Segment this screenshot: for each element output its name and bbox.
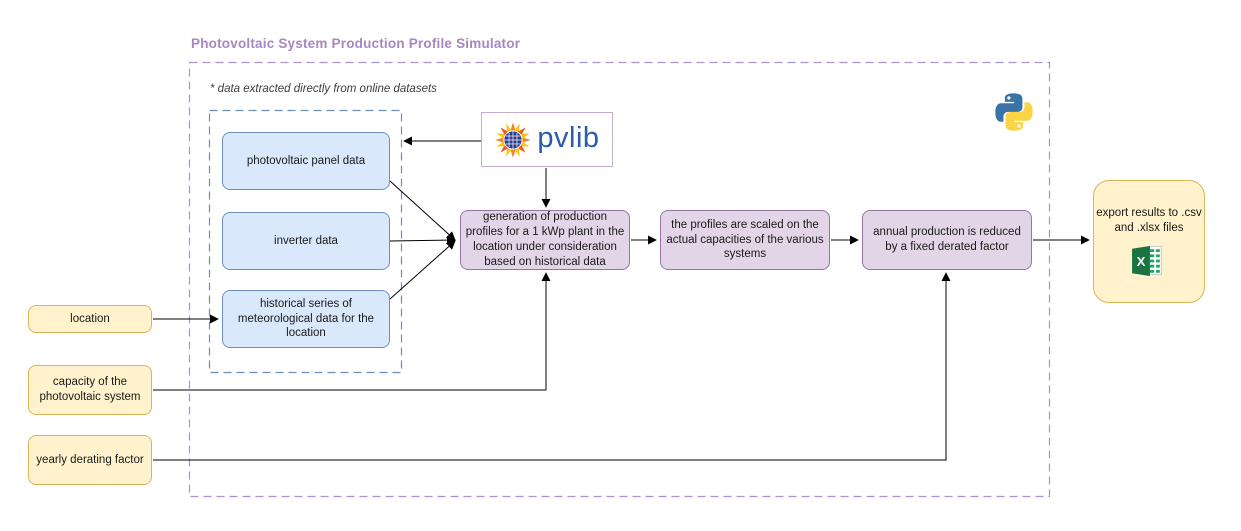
python-icon [995,93,1033,131]
node-label: export results to .csv and .xlsx files [1096,207,1202,234]
simulator-boundary-frame [188,61,1051,498]
node-label: generation of production profiles for a … [465,211,625,268]
pvlib-sun-icon [495,121,532,158]
node-label: yearly derating factor [36,453,144,466]
node-label: inverter data [274,234,338,247]
node-label: photovoltaic panel data [246,154,366,167]
svg-text:X: X [1137,254,1146,269]
node-input-derating-factor: yearly derating factor [28,435,152,485]
node-photovoltaic-panel-data: photovoltaic panel data [222,132,390,190]
node-export-results: export results to .csv and .xlsx files X [1093,180,1205,303]
excel-icon: X [1132,245,1162,276]
node-label: capacity of the photovoltaic system [39,376,141,403]
node-meteorological-data: historical series of meteorological data… [222,290,390,348]
diagram-title: Photovoltaic System Production Profile S… [191,36,521,51]
arrow-inverter-to-generation [389,235,456,245]
node-profile-scaling: the profiles are scaled on the actual ca… [660,210,830,270]
arrow-meteo-to-generation [389,240,456,300]
node-generation-profiles: generation of production profiles for a … [460,210,630,270]
node-inverter-data: inverter data [222,212,390,270]
node-input-location: location [28,305,152,333]
arrow-panel-to-generation [389,180,456,241]
node-label: historical series of meteorological data… [237,297,375,340]
node-annual-derating: annual production is reduced by a fixed … [862,210,1032,270]
pvlib-logo-box: pvlib [481,112,613,167]
node-input-capacity: capacity of the photovoltaic system [28,365,152,415]
node-label: annual production is reduced by a fixed … [873,226,1021,253]
data-source-note: * data extracted directly from online da… [210,83,437,95]
pvlib-wordmark: pvlib [537,122,600,154]
node-label: the profiles are scaled on the actual ca… [666,218,824,261]
node-label: location [70,312,110,325]
